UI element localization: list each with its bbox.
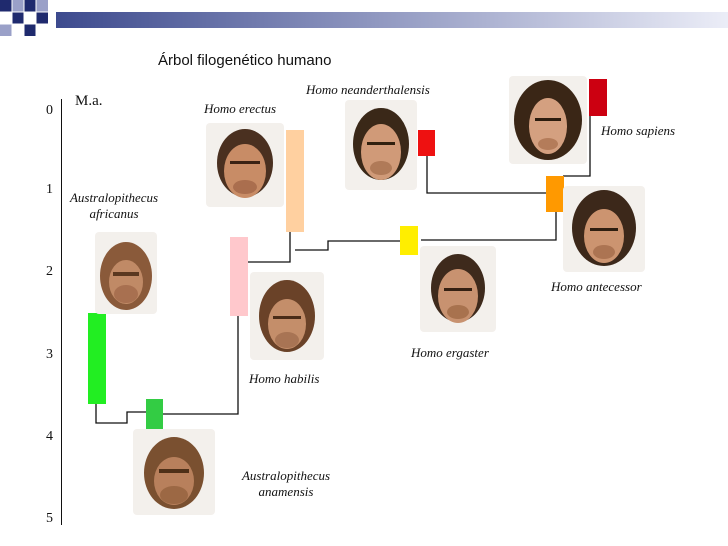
axis-tick-2: 2 bbox=[46, 264, 53, 279]
axis-tick-3: 3 bbox=[46, 347, 53, 362]
label-homo-sapiens: Homo sapiens bbox=[601, 123, 676, 138]
label-australopithecus-africanus: Australopithecus africanus bbox=[69, 190, 159, 221]
homo-sapiens-portrait bbox=[509, 76, 587, 164]
diagram-title: Árbol filogenético humano bbox=[158, 52, 332, 69]
homo-erectus-portrait bbox=[206, 123, 284, 207]
bar-homo-sapiens bbox=[589, 79, 607, 116]
homo-habilis-portrait bbox=[250, 272, 324, 360]
axis-tick-5: 5 bbox=[46, 511, 53, 526]
axis-tick-4: 4 bbox=[46, 429, 53, 444]
label-homo-habilis: Homo habilis bbox=[249, 371, 320, 386]
label-homo-ergaster: Homo ergaster bbox=[411, 345, 489, 360]
bar-australopithecus-anamensis bbox=[146, 399, 163, 429]
bar-homo-erectus bbox=[286, 130, 304, 232]
australopithecus-africanus-portrait bbox=[95, 232, 157, 314]
homo-ergaster-portrait bbox=[420, 246, 496, 332]
bar-homo-habilis bbox=[230, 237, 248, 316]
bar-homo-ergaster bbox=[400, 226, 418, 255]
axis-tick-0: 0 bbox=[46, 103, 53, 118]
bar-australopithecus-africanus bbox=[88, 313, 106, 404]
time-axis bbox=[61, 99, 62, 525]
australopithecus-anamensis-portrait bbox=[133, 429, 215, 515]
label-homo-antecessor: Homo antecessor bbox=[551, 279, 642, 294]
homo-antecessor-portrait bbox=[563, 186, 645, 272]
axis-tick-1: 1 bbox=[46, 182, 53, 197]
bar-homo-antecessor bbox=[546, 176, 564, 212]
axis-unit-label: M.a. bbox=[75, 93, 103, 109]
bar-homo-neanderthalensis bbox=[418, 130, 435, 156]
label-homo-neanderthalensis: Homo neanderthalensis bbox=[306, 82, 430, 97]
label-homo-erectus: Homo erectus bbox=[204, 101, 277, 116]
homo-neanderthalensis-portrait bbox=[345, 100, 417, 190]
label-australopithecus-anamensis: Australopithecus anamensis bbox=[241, 468, 331, 499]
header-decoration bbox=[0, 0, 728, 40]
